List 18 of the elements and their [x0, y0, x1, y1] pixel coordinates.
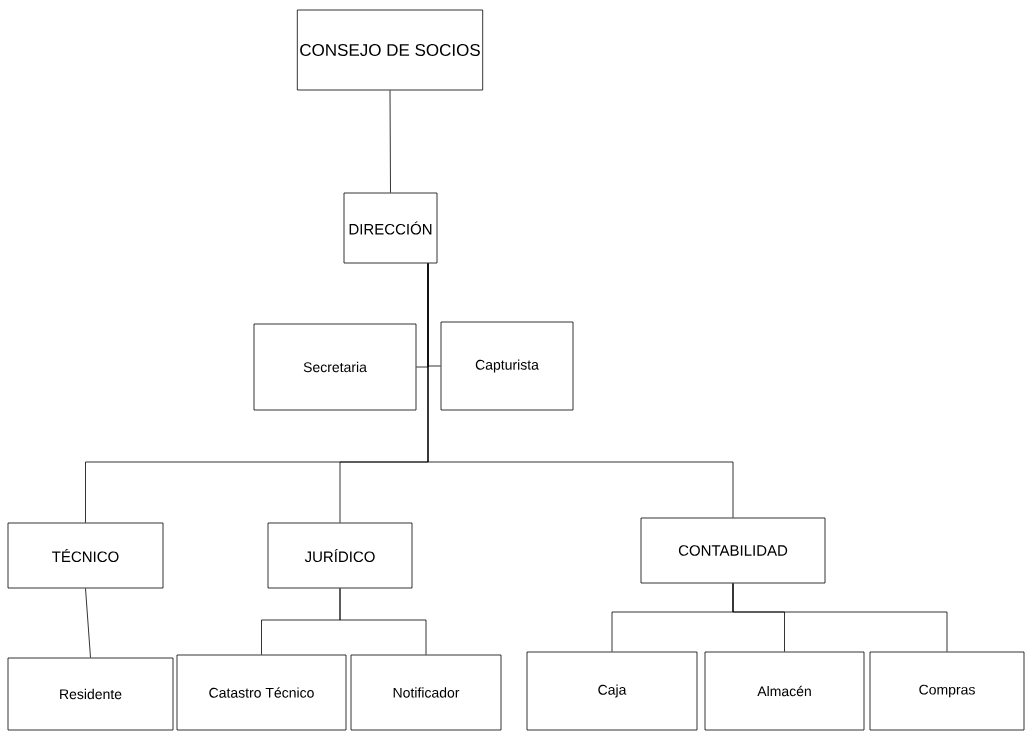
org-box: Residente — [7, 657, 174, 731]
org-box: Notificador — [350, 654, 502, 731]
org-box: TÉCNICO — [7, 522, 164, 589]
org-box: Catastro Técnico — [176, 654, 347, 731]
org-box: DIRECCIÓN — [343, 192, 438, 264]
org-box: CONTABILIDAD — [640, 517, 826, 584]
org-box: Compras — [869, 651, 1025, 731]
connector-line — [427, 263, 734, 518]
org-box: Almacén — [704, 651, 865, 731]
org-box: Secretaria — [253, 323, 417, 411]
org-box: JURÍDICO — [267, 522, 413, 589]
org-box: Capturista — [440, 321, 574, 411]
connector-line — [339, 588, 427, 655]
connector-line — [85, 588, 91, 658]
connector-line — [732, 583, 948, 652]
org-box: CONSEJO DE SOCIOS — [296, 9, 484, 91]
org-box: Caja — [526, 651, 698, 731]
connector-line — [389, 90, 391, 193]
